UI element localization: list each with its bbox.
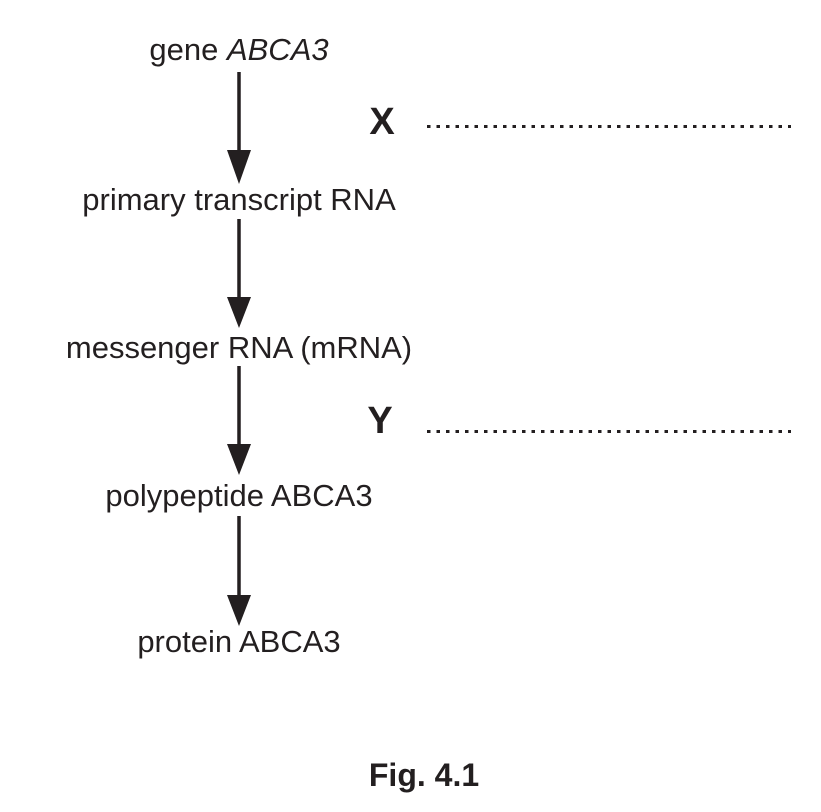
down-arrow-icon: [227, 516, 251, 626]
node-mrna: messenger RNA (mRNA): [65, 330, 413, 365]
down-arrow-icon: [227, 72, 251, 184]
node-polypeptide: polypeptide ABCA3: [105, 478, 373, 513]
answer-line-x: [427, 125, 791, 129]
gene-symbol: ABCA3: [226, 32, 329, 67]
down-arrow-icon: [227, 366, 251, 475]
node-gene: gene ABCA3: [0, 32, 478, 68]
down-arrow-icon: [227, 219, 251, 328]
process-label-y: Y: [367, 400, 393, 442]
figure-caption: Fig. 4.1: [368, 757, 480, 793]
process-label-x: X: [369, 101, 395, 143]
node-protein: protein ABCA3: [137, 624, 341, 659]
node-gene-prefix: gene: [149, 32, 227, 67]
node-primary-transcript: primary transcript RNA: [82, 182, 396, 217]
answer-line-y: [427, 430, 791, 434]
